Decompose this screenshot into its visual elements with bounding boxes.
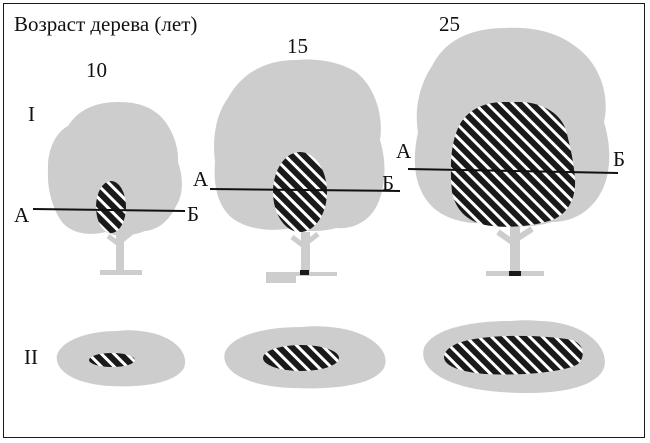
- tree-25-section-line: [407, 168, 619, 174]
- tree-15-section-line: [209, 188, 401, 192]
- tree-25-label-a: А: [396, 139, 412, 163]
- tree-10-years: А Б: [14, 102, 199, 275]
- tree-15-crown: [214, 59, 385, 231]
- age-label-tree-1: 10: [86, 58, 107, 82]
- age-label-tree-3: 25: [439, 12, 460, 36]
- cross-section-10-years: [56, 330, 186, 387]
- tree-25-years: А Б: [396, 27, 625, 276]
- row-label-longitudinal: I: [28, 102, 35, 126]
- tree-10-section-line: [32, 208, 186, 212]
- tree-15-years: А Б: [193, 59, 401, 283]
- tree-10-label-b: Б: [187, 202, 199, 226]
- tree-15-heartwood: [273, 152, 327, 232]
- tree-25-label-b: Б: [613, 147, 625, 171]
- figure-title: Возраст дерева (лет): [14, 12, 197, 36]
- tree-10-crown: [47, 102, 182, 236]
- row-label-cross-section: II: [24, 345, 38, 369]
- tree-10-heartwood: [96, 181, 126, 233]
- cross-section-25-years: [423, 320, 605, 393]
- age-label-tree-2: 15: [287, 34, 308, 58]
- tree-15-label-a: А: [193, 167, 209, 191]
- tree-10-label-a: А: [14, 203, 30, 227]
- cross-section-15-years: [224, 326, 386, 389]
- tree-15-label-b: Б: [382, 171, 394, 195]
- tree-25-heartwood: [450, 102, 576, 227]
